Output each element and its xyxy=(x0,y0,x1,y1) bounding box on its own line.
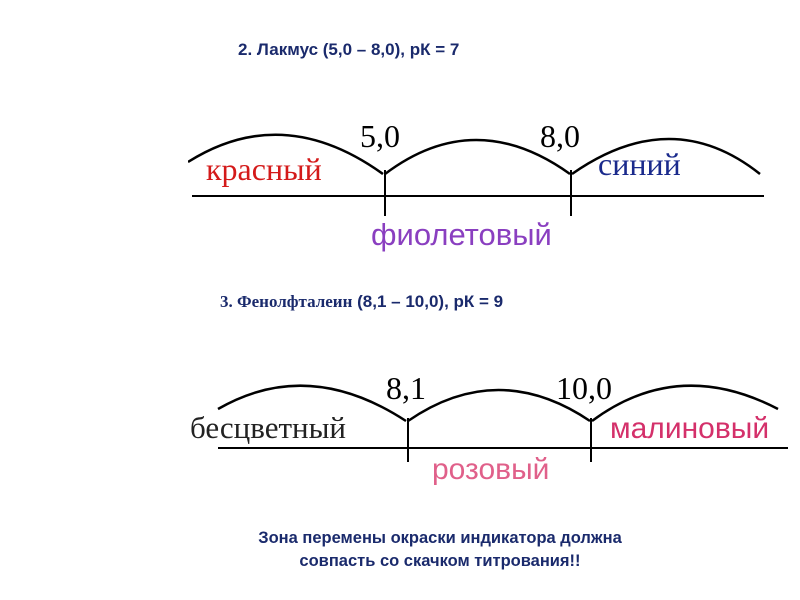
phenolphthalein-diagram: 8,1 10,0 бесцветный розовый малиновый xyxy=(190,370,788,486)
arc-middle xyxy=(407,388,591,423)
arc-right xyxy=(571,137,761,176)
litmus-diagram: 5,0 8,0 красный фиолетовый синий xyxy=(188,118,764,252)
phenolphthalein-heading: 3. Фенолфталеин (8,1 – 10,0), рК = 9 xyxy=(220,292,503,312)
color-label-pink: розовый xyxy=(432,453,549,486)
value-label-10-0: 10,0 xyxy=(556,370,612,406)
litmus-heading: 2. Лакмус (5,0 – 8,0), рК = 7 xyxy=(238,40,460,59)
color-label-red: красный xyxy=(206,151,322,187)
value-label-8-0: 8,0 xyxy=(540,118,580,154)
value-label-5-0: 5,0 xyxy=(360,118,400,154)
arc-left xyxy=(188,133,384,176)
footer-line-2: совпасть со скачком титрования!! xyxy=(299,552,581,570)
color-label-blue: синий xyxy=(598,146,681,182)
color-label-colorless: бесцветный xyxy=(190,410,346,445)
arc-right xyxy=(591,384,779,423)
footer-note: Зона перемены окраски индикатора должна … xyxy=(190,527,690,573)
arc-middle xyxy=(384,138,571,176)
footer-line-1: Зона перемены окраски индикатора должна xyxy=(258,529,622,547)
phenolphthalein-heading-lead: 3. Фенолфталеин xyxy=(220,292,353,311)
value-label-8-1: 8,1 xyxy=(386,370,426,406)
color-label-violet: фиолетовый xyxy=(371,217,552,252)
phenolphthalein-heading-rest: (8,1 – 10,0), рК = 9 xyxy=(352,292,504,311)
color-label-crimson: малиновый xyxy=(610,412,769,445)
arc-left xyxy=(217,384,407,423)
